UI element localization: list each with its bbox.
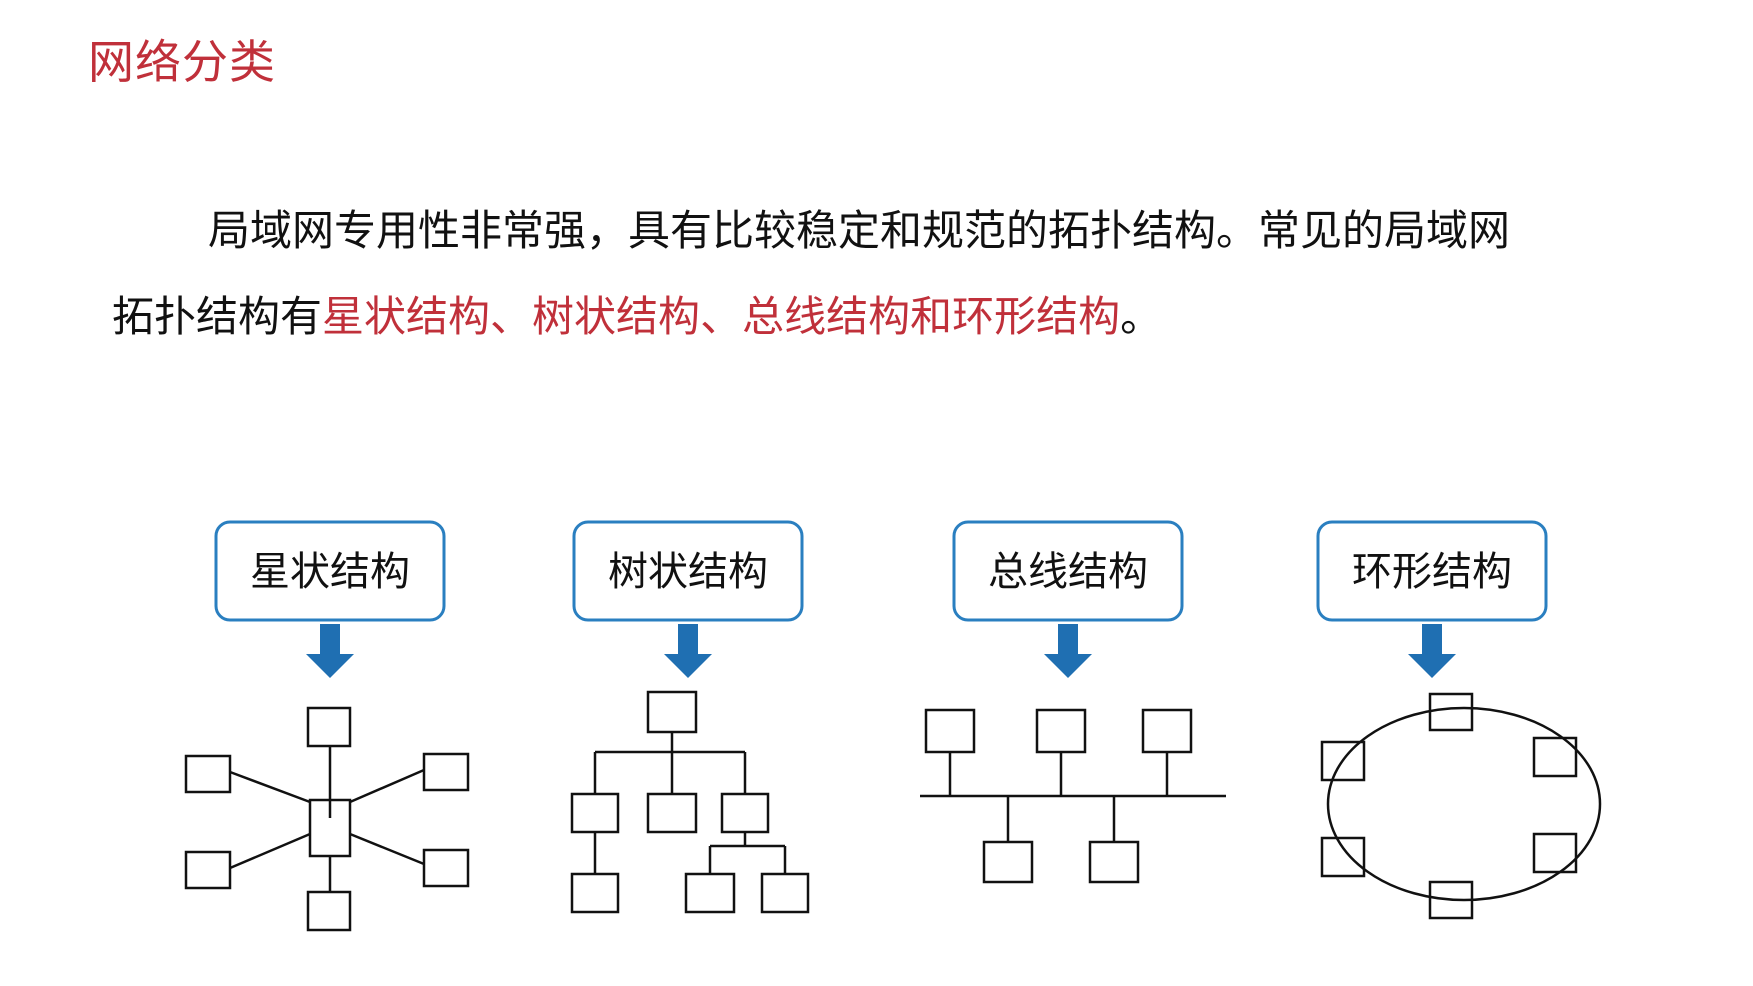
star-label-frame — [214, 520, 446, 622]
ring-node-bottom — [1428, 880, 1474, 920]
star-node-bottom — [306, 890, 352, 932]
bus-label-box: 总线结构 — [952, 520, 1184, 622]
tree-label-frame — [572, 520, 804, 622]
ring-label: 环形结构 — [1352, 549, 1512, 595]
tree-node-middle — [646, 792, 698, 834]
star-node-upper-left — [184, 754, 232, 794]
tree-topology — [570, 690, 810, 914]
ring-down-arrow-icon — [1408, 624, 1456, 678]
highlight-tree: 树状结构 — [532, 292, 701, 341]
star-link-upper-left — [229, 770, 311, 804]
bus-label-frame — [952, 520, 1184, 622]
highlight-bus-ring: 总线结构和环形结构 — [742, 292, 1121, 341]
tree-label: 树状结构 — [608, 549, 768, 595]
highlight-star: 星状结构 — [322, 292, 491, 341]
bus-node-bottom-1 — [982, 840, 1034, 884]
bus-node-top-3 — [1141, 708, 1193, 754]
star-node-top — [306, 706, 352, 748]
paragraph-line-1: 局域网专用性非常强，具有比较稳定和规范的拓扑结构。常见的局域网 — [208, 206, 1511, 255]
star-link-lower-left — [229, 832, 311, 870]
tree-leaf-1 — [570, 872, 620, 914]
bus-topology — [920, 708, 1226, 884]
ring-node-top — [1428, 692, 1474, 732]
ring-label-box: 环形结构 — [1316, 520, 1548, 622]
bus-node-top-2 — [1035, 708, 1087, 754]
ring-label-frame — [1316, 520, 1548, 622]
star-link-lower-right — [349, 832, 425, 866]
tree-node-left — [570, 792, 620, 834]
star-node-lower-right — [422, 848, 470, 888]
tree-node-right — [720, 792, 770, 834]
intro-paragraph: 局域网专用性非常强，具有比较稳定和规范的拓扑结构。常见的局域网 拓扑结构有星状结… — [112, 188, 1692, 360]
ring-loop — [1326, 706, 1602, 902]
tree-label-box: 树状结构 — [572, 520, 804, 622]
ring-node-lower-left — [1320, 836, 1366, 878]
ring-node-upper-left — [1320, 740, 1366, 782]
highlight-sep-1: 、 — [490, 292, 533, 341]
star-node-upper-right — [422, 752, 470, 792]
star-node-lower-left — [184, 850, 232, 890]
tree-down-arrow-icon — [664, 624, 712, 678]
star-topology — [184, 706, 470, 932]
bus-node-bottom-2 — [1088, 840, 1140, 884]
ring-topology — [1320, 692, 1602, 920]
bus-label: 总线结构 — [988, 549, 1148, 595]
paragraph-line-2: 拓扑结构有星状结构、树状结构、总线结构和环形结构。 — [112, 274, 1692, 360]
paragraph-end: 。 — [1120, 292, 1163, 341]
star-label-box: 星状结构 — [214, 520, 446, 622]
topology-arrows — [306, 624, 1456, 678]
slide-title: 网络分类 — [88, 35, 276, 89]
topology-labels: 星状结构 树状结构 总线结构 环形结构 — [214, 520, 1548, 622]
bus-node-top-1 — [924, 708, 976, 754]
star-hub — [308, 798, 352, 858]
tree-leaf-2 — [684, 872, 736, 914]
tree-leaf-3 — [760, 872, 810, 914]
tree-root-node — [646, 690, 698, 734]
bus-down-arrow-icon — [1044, 624, 1092, 678]
ring-node-upper-right — [1532, 736, 1578, 778]
star-label: 星状结构 — [250, 549, 410, 595]
star-link-upper-right — [349, 768, 425, 804]
line2-prefix: 拓扑结构有 — [112, 292, 323, 341]
ring-node-lower-right — [1532, 832, 1578, 874]
star-down-arrow-icon — [306, 624, 354, 678]
highlight-sep-2: 、 — [700, 292, 743, 341]
